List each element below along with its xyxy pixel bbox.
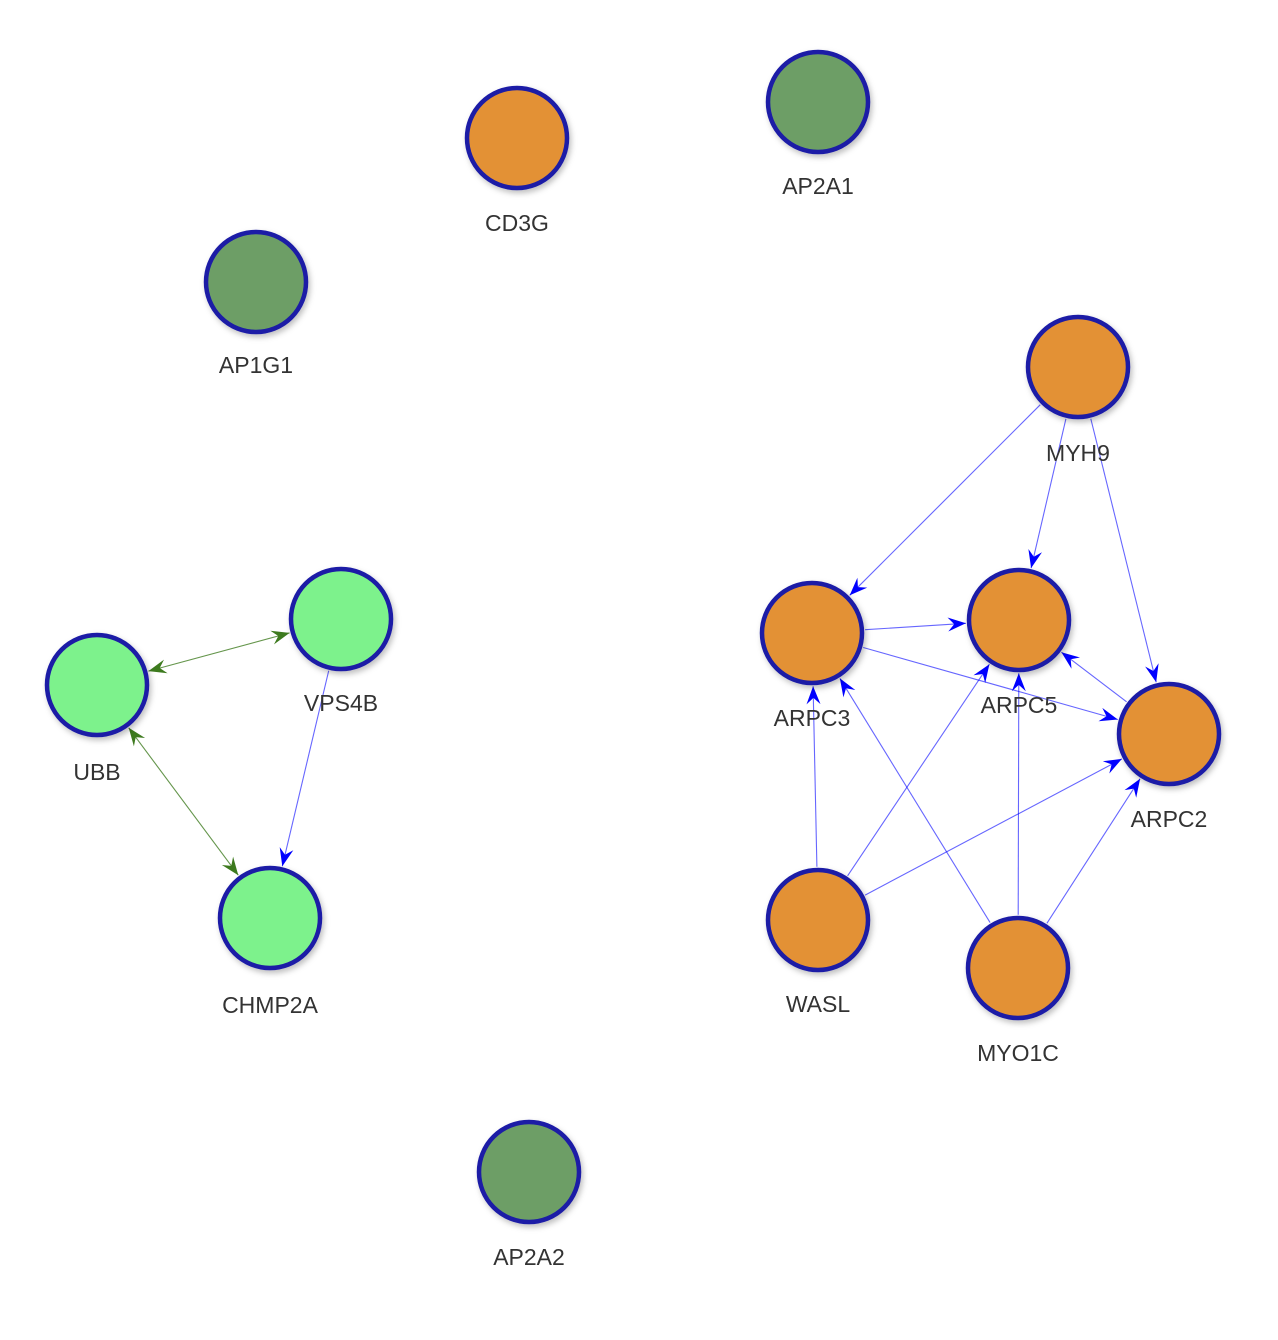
node-circle[interactable] (44, 632, 150, 738)
arrowhead (1145, 663, 1159, 683)
node-arpc3[interactable]: ARPC3 (759, 580, 865, 731)
node-circle[interactable] (965, 915, 1071, 1021)
arrowhead (270, 630, 290, 645)
edge-myh9-arpc2 (1090, 418, 1159, 683)
arrowhead (839, 678, 856, 698)
node-label: CHMP2A (222, 992, 319, 1018)
node-label: ARPC3 (774, 705, 851, 731)
node-myh9[interactable]: MYH9 (1025, 314, 1131, 466)
edge-myh9-arpc5 (1028, 418, 1067, 569)
node-circle[interactable] (759, 580, 865, 686)
edge-myh9-arpc3 (849, 404, 1041, 596)
edge-ubb-vps4b (148, 630, 290, 674)
node-label: WASL (786, 991, 851, 1017)
arrowhead (1124, 778, 1141, 798)
node-label: UBB (73, 759, 120, 785)
node-chmp2a[interactable]: CHMP2A (217, 865, 323, 1018)
edge-myo1c-arpc5 (1011, 673, 1026, 915)
node-label: AP2A1 (782, 173, 854, 199)
node-vps4b[interactable]: VPS4B (288, 566, 394, 716)
edge-myo1c-arpc3 (839, 678, 991, 923)
node-circle[interactable] (476, 1119, 582, 1225)
node-ap1g1[interactable]: AP1G1 (203, 229, 309, 378)
arrowhead (947, 617, 966, 632)
edge-arpc2-arpc5 (1061, 651, 1127, 703)
arrowhead (849, 577, 868, 596)
arrowhead (1061, 652, 1080, 669)
edge-arpc3-arpc2 (863, 646, 1118, 722)
node-ap2a1[interactable]: AP2A1 (765, 49, 871, 199)
node-label: ARPC5 (981, 692, 1058, 718)
node-wasl[interactable]: WASL (765, 867, 871, 1017)
edges-layer (128, 404, 1159, 924)
node-label: CD3G (485, 210, 549, 236)
node-cd3g[interactable]: CD3G (464, 85, 570, 236)
node-label: AP2A2 (493, 1244, 565, 1270)
node-arpc5[interactable]: ARPC5 (966, 567, 1072, 718)
node-label: MYO1C (977, 1040, 1059, 1066)
node-ubb[interactable]: UBB (44, 632, 150, 785)
node-circle[interactable] (203, 229, 309, 335)
node-circle[interactable] (1116, 681, 1222, 787)
node-circle[interactable] (217, 865, 323, 971)
node-label: ARPC2 (1131, 806, 1208, 832)
edge-wasl-arpc2 (864, 758, 1123, 896)
node-myo1c[interactable]: MYO1C (965, 915, 1071, 1066)
arrowhead (1098, 707, 1118, 722)
arrowhead (279, 847, 294, 867)
arrowhead (973, 664, 990, 684)
edge-arpc3-arpc5 (865, 617, 966, 632)
node-label: AP1G1 (219, 352, 293, 378)
edge-ubb-chmp2a (128, 727, 239, 876)
arrowhead (1028, 549, 1042, 569)
arrowhead (128, 727, 146, 747)
edge-myo1c-arpc2 (1046, 778, 1141, 924)
node-circle[interactable] (765, 49, 871, 155)
arrowhead (1011, 673, 1026, 692)
node-arpc2[interactable]: ARPC2 (1116, 681, 1222, 832)
edge-vps4b-chmp2a (279, 670, 330, 867)
arrowhead (806, 686, 821, 705)
node-ap2a2[interactable]: AP2A2 (476, 1119, 582, 1270)
node-circle[interactable] (966, 567, 1072, 673)
node-circle[interactable] (1025, 314, 1131, 420)
node-label: MYH9 (1046, 440, 1110, 466)
edge-wasl-arpc5 (847, 663, 990, 877)
node-circle[interactable] (765, 867, 871, 973)
node-circle[interactable] (288, 566, 394, 672)
arrowhead (148, 659, 168, 674)
arrowhead (221, 856, 239, 876)
arrowhead (1102, 758, 1122, 774)
node-label: VPS4B (304, 690, 378, 716)
edge-wasl-arpc3 (806, 686, 821, 867)
node-circle[interactable] (464, 85, 570, 191)
